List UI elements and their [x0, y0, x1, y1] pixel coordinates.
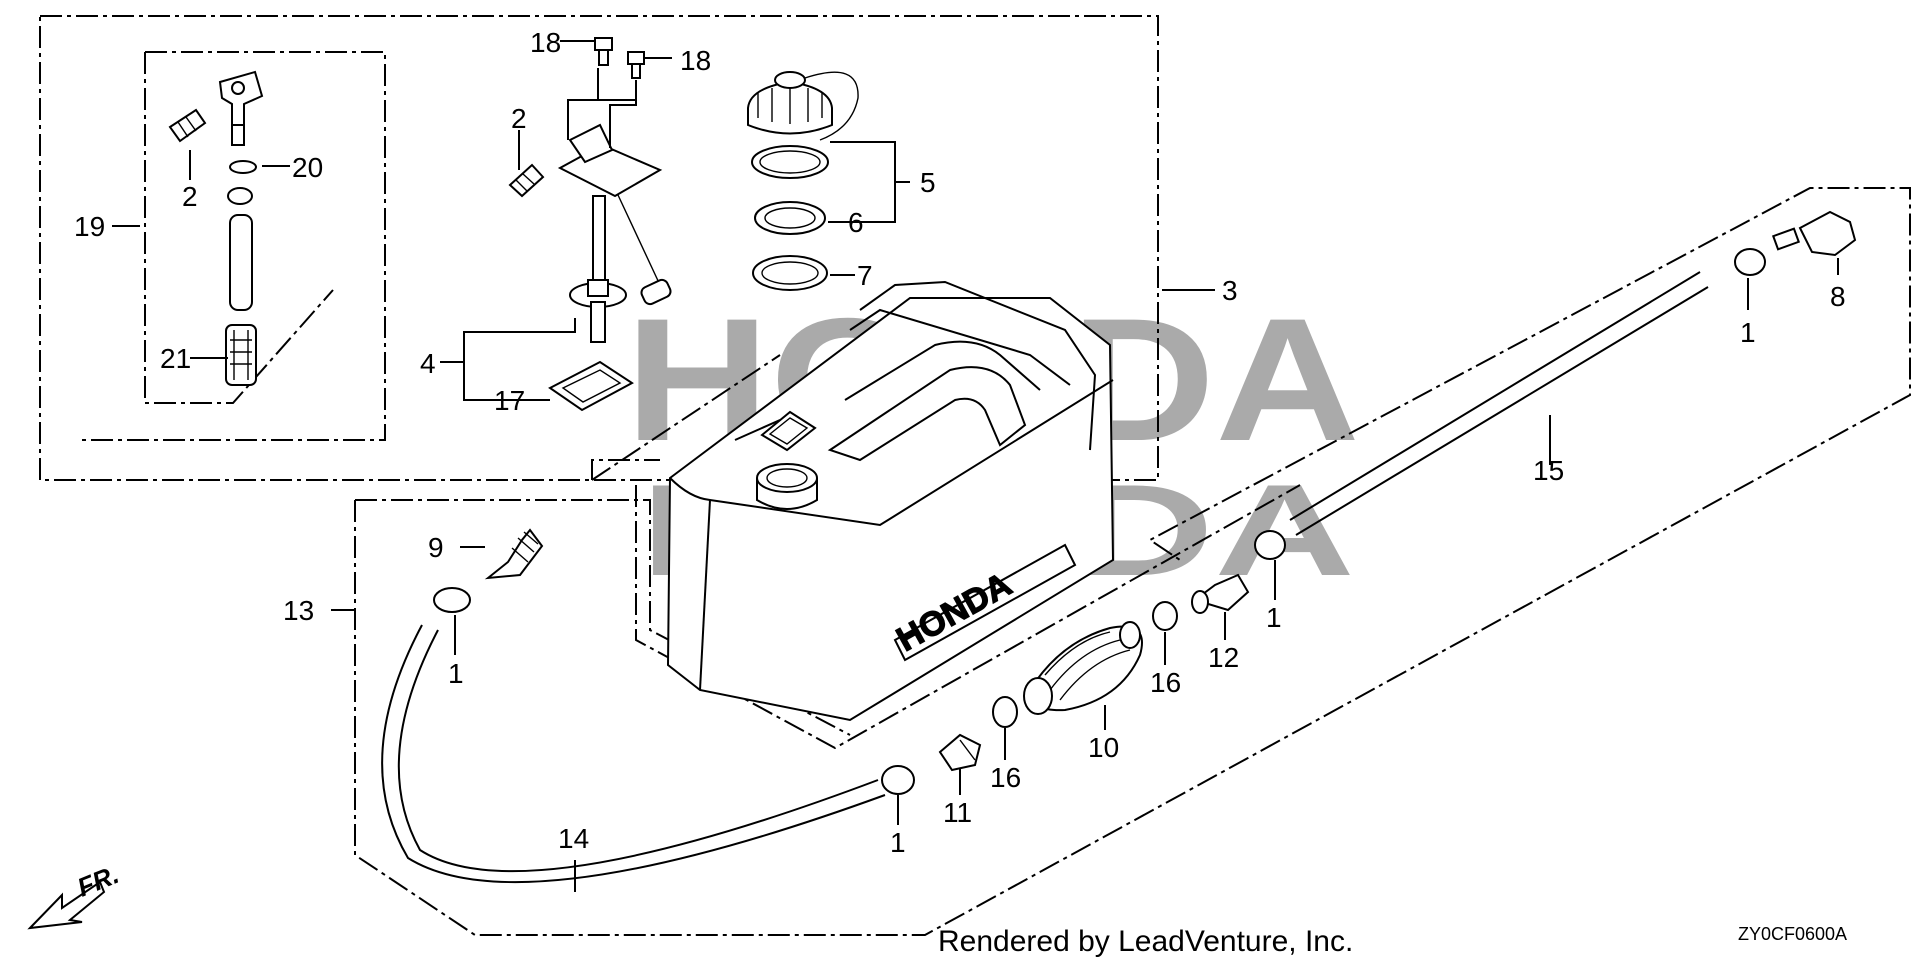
callout-2-inset: 2: [182, 181, 198, 212]
fuel-hose-assembly: [27, 210, 1857, 930]
callout-1-left: 1: [448, 658, 464, 689]
fuel-tank-body: HONDA: [666, 280, 1115, 722]
callout-20: 20: [292, 152, 323, 183]
callout-7: 7: [857, 260, 873, 291]
callout-14: 14: [558, 823, 589, 854]
callout-9: 9: [428, 532, 444, 563]
diagram-code: ZY0CF0600A: [1738, 924, 1847, 944]
callout-18-right: 18: [680, 45, 711, 76]
callout-8: 8: [1830, 281, 1846, 312]
callout-16-bottom: 16: [990, 762, 1021, 793]
callout-17: 17: [494, 385, 525, 416]
callout-18-left: 18: [530, 27, 561, 58]
leader-lines: [112, 40, 1839, 892]
group-boundary-lines: [39, 15, 1911, 936]
callout-2: 2: [511, 103, 527, 134]
callout-4: 4: [420, 348, 436, 379]
callout-1-mid: 1: [1266, 602, 1282, 633]
callout-5: 5: [920, 167, 936, 198]
callout-labels: 19 2 20 21 18 18 2 4 17 5 6 7 3 8 1 15 9…: [74, 27, 1846, 858]
fuel-cap-assembly: [747, 71, 859, 291]
callout-11: 11: [943, 797, 972, 828]
callout-21: 21: [160, 343, 191, 374]
callout-19: 19: [74, 211, 105, 242]
render-credit: Rendered by LeadVenture, Inc.: [938, 925, 1353, 958]
callout-6: 6: [848, 207, 864, 238]
callout-3: 3: [1222, 275, 1238, 306]
fuel-gauge-assembly: [508, 37, 672, 412]
callout-13: 13: [283, 595, 314, 626]
callout-15: 15: [1533, 455, 1564, 486]
callout-1-right: 1: [1740, 317, 1756, 348]
front-direction-arrow-icon: [27, 880, 106, 930]
fuel-pickup-assembly: [168, 70, 264, 386]
callout-1-bottom: 1: [890, 827, 906, 858]
callout-12: 12: [1208, 642, 1239, 673]
callout-16-mid: 16: [1150, 667, 1181, 698]
callout-10: 10: [1088, 732, 1119, 763]
